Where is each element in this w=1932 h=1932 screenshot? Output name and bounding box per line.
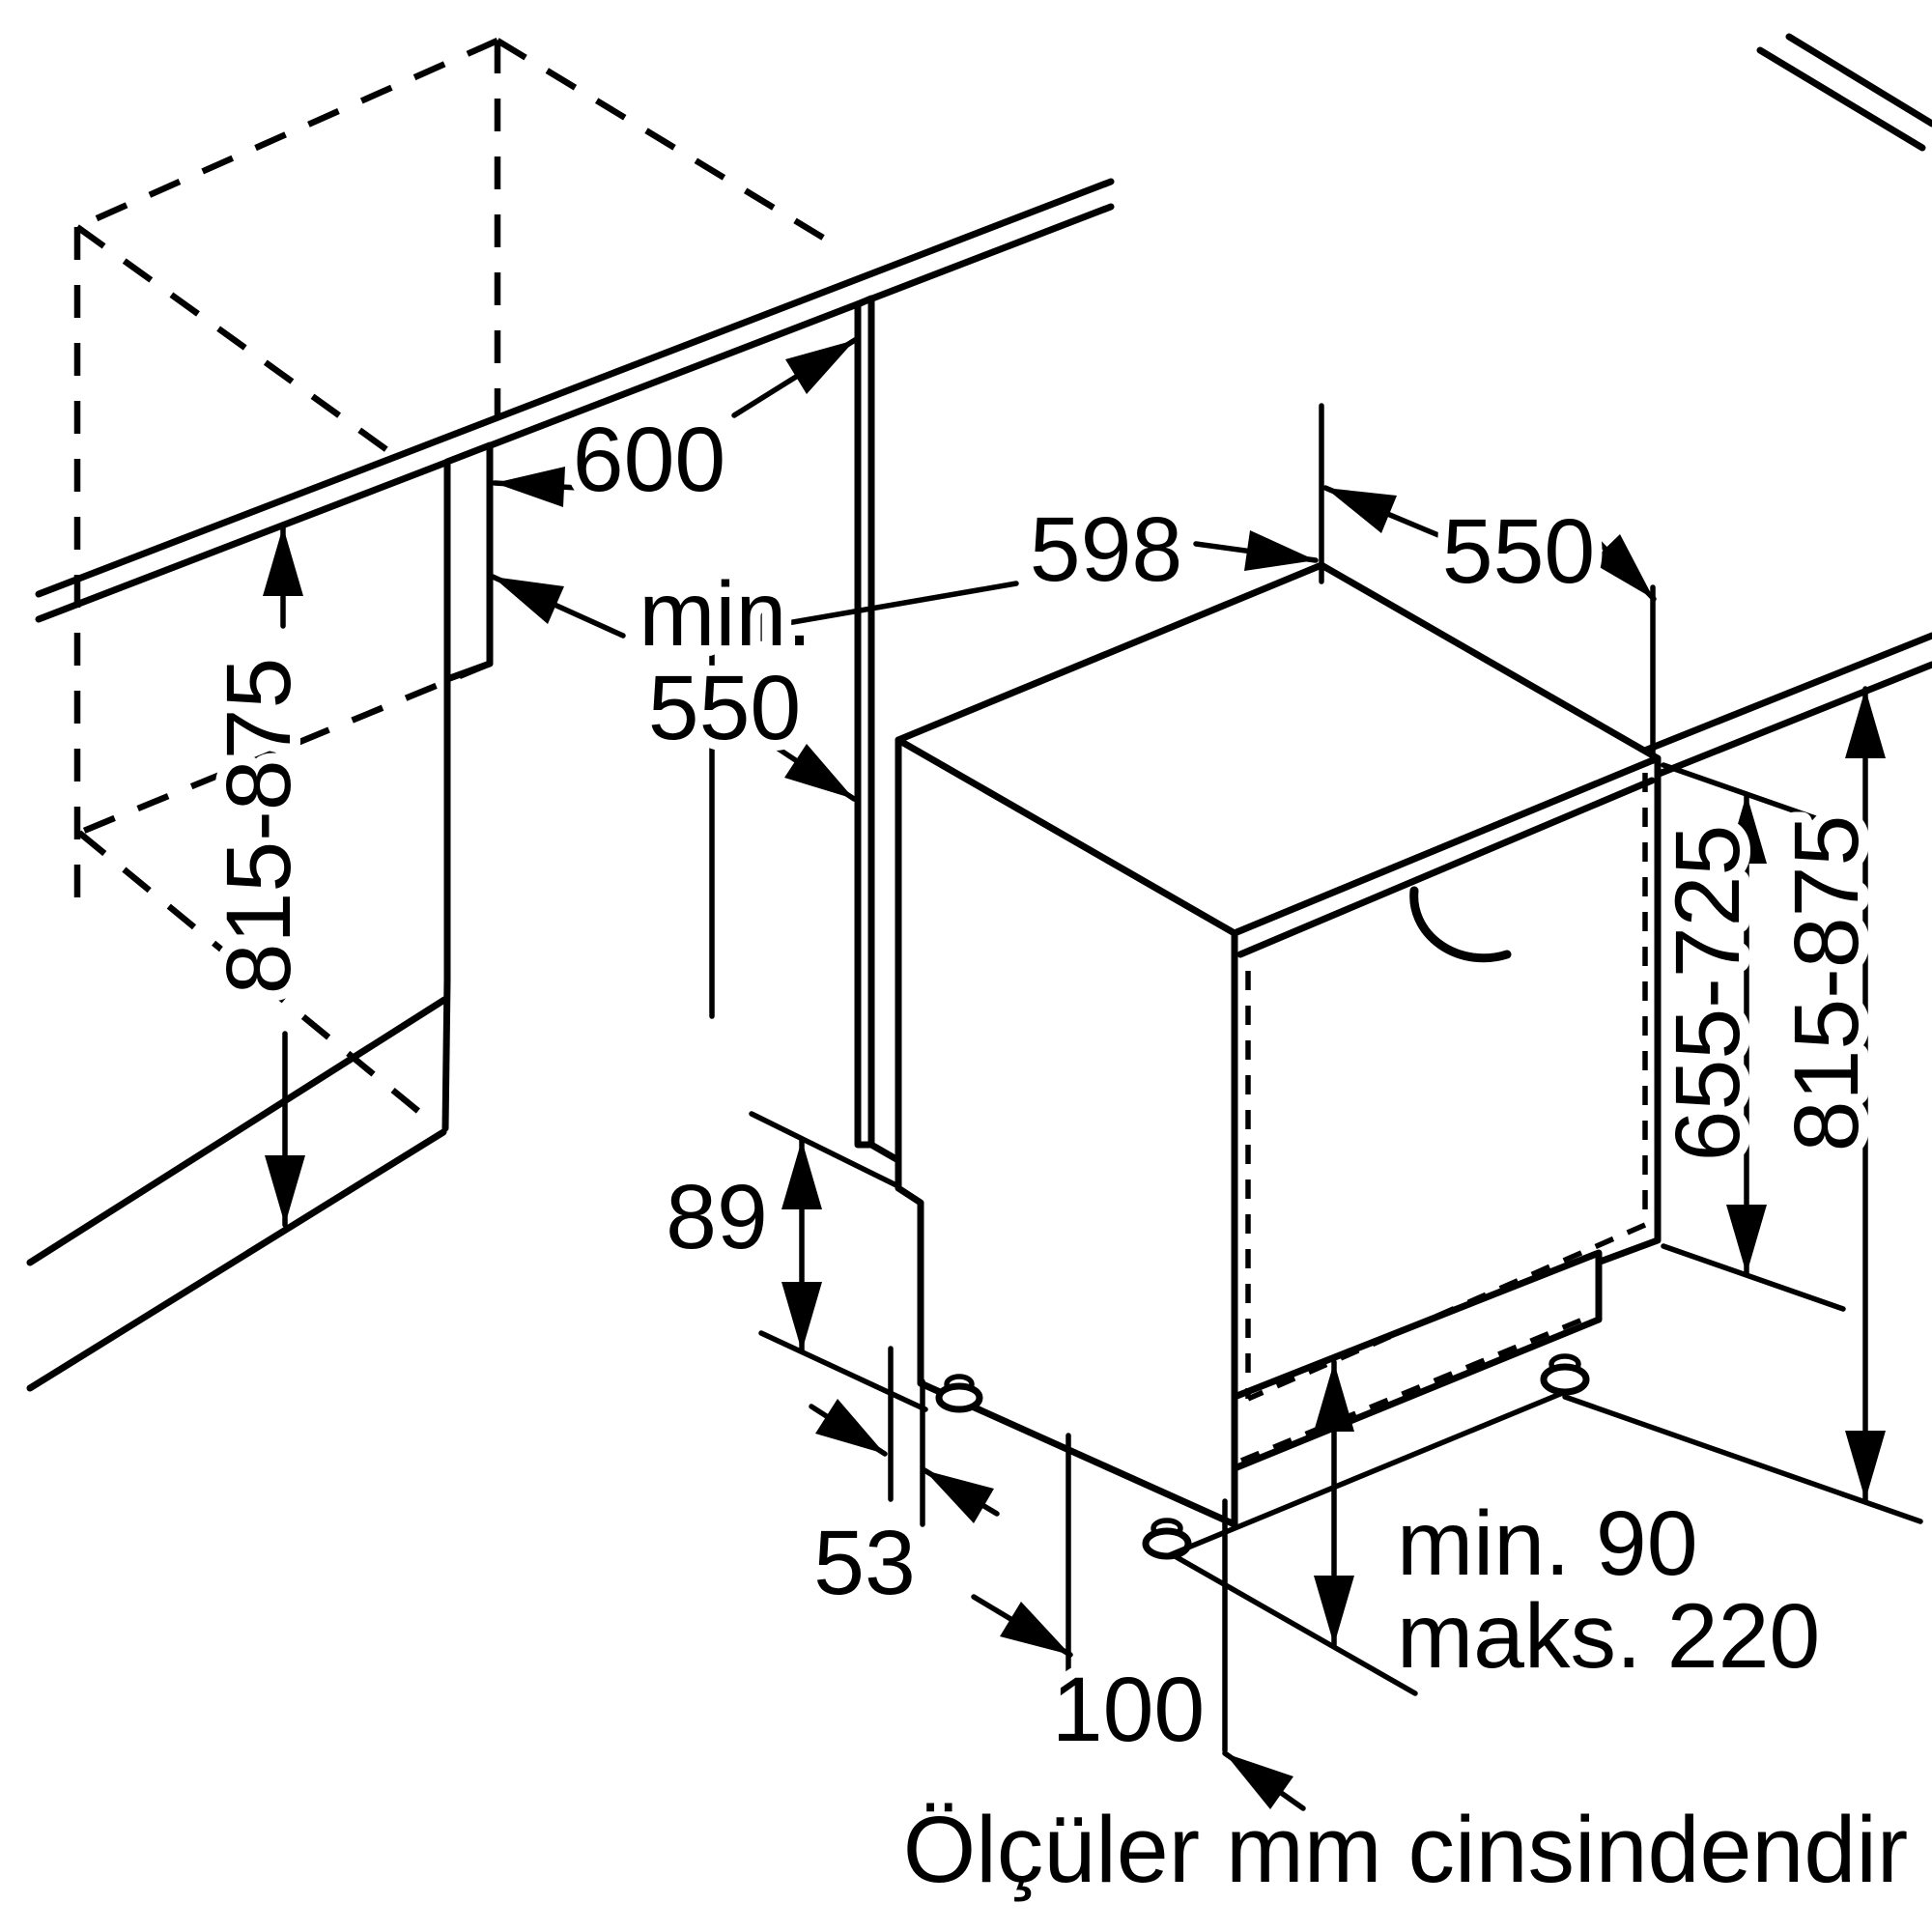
- countertop-left: [35, 178, 1115, 623]
- label-niche-width: 600: [573, 409, 726, 511]
- hidden-floor-dashes: [76, 660, 492, 1123]
- dimension-labels: 600 min. 550 815-875 598 550 655-725 815…: [197, 398, 1889, 1772]
- floor-left: [26, 996, 448, 1392]
- label-recess-height: 89: [666, 1166, 768, 1268]
- adjustable-foot-back-left: [935, 1374, 983, 1413]
- label-appliance-depth: 550: [1442, 500, 1596, 603]
- door-seal-dashed: [1245, 773, 1648, 1402]
- label-appliance-width: 598: [1030, 498, 1183, 601]
- door-handle: [1409, 886, 1512, 963]
- unit-note: Ölçüler mm cinsindendir: [903, 1797, 1908, 1902]
- extension-lines: [709, 403, 1923, 1753]
- countertop-right: [1629, 33, 1932, 784]
- label-door-height: 655-725: [1657, 825, 1759, 1162]
- label-recess-depth: 53: [813, 1512, 916, 1614]
- label-foot-distance: 100: [1052, 1659, 1206, 1761]
- niche-right-wall: [854, 295, 900, 1163]
- dishwasher: [895, 561, 1662, 1560]
- label-plinth-min: min. 90: [1397, 1492, 1698, 1595]
- dashed-cabinet-outline: [73, 38, 835, 918]
- label-niche-height: 815-875: [208, 658, 310, 995]
- adjustable-foot-right: [1540, 1353, 1590, 1396]
- floor-right: [1164, 1389, 1568, 1559]
- arrowheads: [263, 340, 1886, 1809]
- niche-left-wall: [441, 441, 494, 1132]
- label-appliance-height: 815-875: [1776, 815, 1878, 1152]
- label-niche-depth-min: min.: [639, 563, 811, 666]
- label-plinth-max: maks. 220: [1397, 1585, 1820, 1688]
- label-niche-depth-550: 550: [648, 657, 802, 759]
